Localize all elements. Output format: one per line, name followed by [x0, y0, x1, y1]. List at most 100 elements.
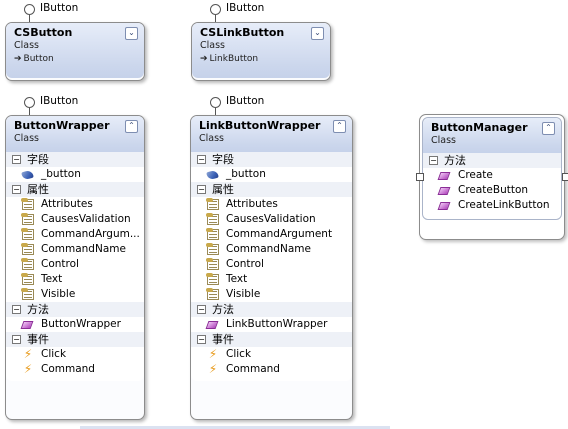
member-event[interactable]: ⚡Command: [191, 362, 352, 377]
section-toggle-icon[interactable]: −: [197, 185, 206, 194]
property-icon: [206, 288, 219, 300]
base-class: ➔Button: [14, 52, 144, 68]
member-event[interactable]: ⚡Click: [191, 347, 352, 362]
member-property[interactable]: Text: [191, 272, 352, 287]
section-toggle-icon[interactable]: −: [12, 155, 21, 164]
member-label: CommandName: [41, 243, 126, 255]
member-property[interactable]: Attributes: [6, 197, 144, 212]
class-body: −字段 _button −属性 Attributes CausesValidat…: [6, 152, 144, 381]
section-toggle-icon[interactable]: −: [12, 185, 21, 194]
member-property[interactable]: CausesValidation: [6, 212, 144, 227]
expand-toggle-button[interactable]: ⌄: [125, 27, 138, 40]
inherits-arrow-icon: ➔: [14, 54, 22, 64]
class-kind: Class: [14, 133, 39, 144]
member-label: LinkButtonWrapper: [226, 318, 328, 330]
class-header: CSLinkButton Class ➔LinkButton ⌄: [192, 23, 330, 78]
section-methods[interactable]: −方法: [6, 302, 144, 317]
member-field[interactable]: _button: [191, 167, 352, 182]
member-property[interactable]: Control: [191, 257, 352, 272]
section-toggle-icon[interactable]: −: [12, 335, 21, 344]
section-label: 字段: [212, 153, 234, 166]
member-property[interactable]: CommandName: [6, 242, 144, 257]
member-method[interactable]: ButtonWrapper: [6, 317, 144, 332]
class-shape-buttonmanager[interactable]: ButtonManager Class ⌃ −方法 Create CreateB…: [419, 114, 565, 240]
section-label: 属性: [212, 183, 234, 196]
member-method[interactable]: CreateButton: [423, 183, 561, 198]
section-fields[interactable]: −字段: [191, 152, 352, 167]
member-label: _button: [226, 168, 266, 180]
resize-handle-right[interactable]: [562, 173, 568, 181]
member-label: CommandArgument: [226, 228, 333, 240]
section-toggle-icon[interactable]: −: [197, 155, 206, 164]
collapse-toggle-button[interactable]: ⌃: [125, 120, 138, 133]
property-icon: [21, 213, 34, 225]
member-label: Attributes: [41, 198, 93, 210]
member-property[interactable]: Visible: [6, 287, 144, 302]
class-inner-frame: ButtonManager Class ⌃ −方法 Create CreateB…: [422, 117, 562, 220]
interface-stem: [29, 15, 30, 23]
property-icon: [206, 198, 219, 210]
horizontal-scrollbar[interactable]: [80, 426, 390, 429]
method-icon: [437, 172, 451, 180]
section-events[interactable]: −事件: [191, 332, 352, 347]
class-shape-csbutton[interactable]: CSButton Class ➔Button ⌄: [5, 22, 145, 81]
member-property[interactable]: CommandArgum...: [6, 227, 144, 242]
member-method[interactable]: Create: [423, 168, 561, 183]
class-kind: Class: [200, 40, 225, 51]
interface-stem: [215, 108, 216, 116]
member-property[interactable]: Control: [6, 257, 144, 272]
member-label: Visible: [226, 288, 261, 300]
member-property[interactable]: Visible: [191, 287, 352, 302]
member-property[interactable]: CommandName: [191, 242, 352, 257]
member-label: CommandArgum...: [41, 228, 140, 240]
member-label: Control: [41, 258, 79, 270]
member-event[interactable]: ⚡Click: [6, 347, 144, 362]
expand-toggle-button[interactable]: ⌄: [311, 27, 324, 40]
class-header: ButtonWrapper Class ⌃: [6, 116, 144, 152]
section-fields[interactable]: −字段: [6, 152, 144, 167]
class-body: −字段 _button −属性 Attributes CausesValidat…: [191, 152, 352, 381]
member-property[interactable]: Text: [6, 272, 144, 287]
field-icon: [21, 169, 34, 181]
class-title: LinkButtonWrapper: [199, 119, 321, 132]
class-shape-cslinkbutton[interactable]: CSLinkButton Class ➔LinkButton ⌄: [191, 22, 331, 81]
member-method[interactable]: CreateLinkButton: [423, 198, 561, 213]
section-methods[interactable]: −方法: [191, 302, 352, 317]
member-field[interactable]: _button: [6, 167, 144, 182]
property-icon: [21, 258, 34, 270]
section-label: 方法: [27, 303, 49, 316]
member-method[interactable]: LinkButtonWrapper: [191, 317, 352, 332]
class-shape-linkbuttonwrapper[interactable]: LinkButtonWrapper Class ⌃ −字段 _button −属…: [190, 115, 353, 420]
member-label: _button: [41, 168, 81, 180]
method-icon: [437, 202, 451, 210]
resize-handle-left[interactable]: [416, 173, 424, 181]
section-toggle-icon[interactable]: −: [12, 305, 21, 314]
property-icon: [21, 228, 34, 240]
section-events[interactable]: −事件: [6, 332, 144, 347]
collapse-toggle-button[interactable]: ⌃: [542, 122, 555, 135]
section-label: 方法: [444, 154, 466, 167]
member-label: CommandName: [226, 243, 311, 255]
member-label: CausesValidation: [41, 213, 131, 225]
section-toggle-icon[interactable]: −: [197, 305, 206, 314]
class-shape-buttonwrapper[interactable]: ButtonWrapper Class ⌃ −字段 _button −属性 At…: [5, 115, 145, 420]
section-properties[interactable]: −属性: [6, 182, 144, 197]
collapse-toggle-button[interactable]: ⌃: [333, 120, 346, 133]
section-methods[interactable]: −方法: [423, 153, 561, 168]
class-title: ButtonManager: [431, 121, 528, 134]
member-label: Visible: [41, 288, 76, 300]
base-class: ➔LinkButton: [200, 52, 330, 68]
property-icon: [21, 273, 34, 285]
section-toggle-icon[interactable]: −: [429, 156, 438, 165]
section-toggle-icon[interactable]: −: [197, 335, 206, 344]
section-properties[interactable]: −属性: [191, 182, 352, 197]
class-body: −方法 Create CreateButton CreateLinkButton: [423, 153, 561, 219]
property-icon: [206, 273, 219, 285]
member-event[interactable]: ⚡Command: [6, 362, 144, 377]
member-property[interactable]: Attributes: [191, 197, 352, 212]
member-property[interactable]: CommandArgument: [191, 227, 352, 242]
member-label: Control: [226, 258, 264, 270]
member-property[interactable]: CausesValidation: [191, 212, 352, 227]
member-label: CreateLinkButton: [458, 199, 550, 211]
property-icon: [21, 243, 34, 255]
